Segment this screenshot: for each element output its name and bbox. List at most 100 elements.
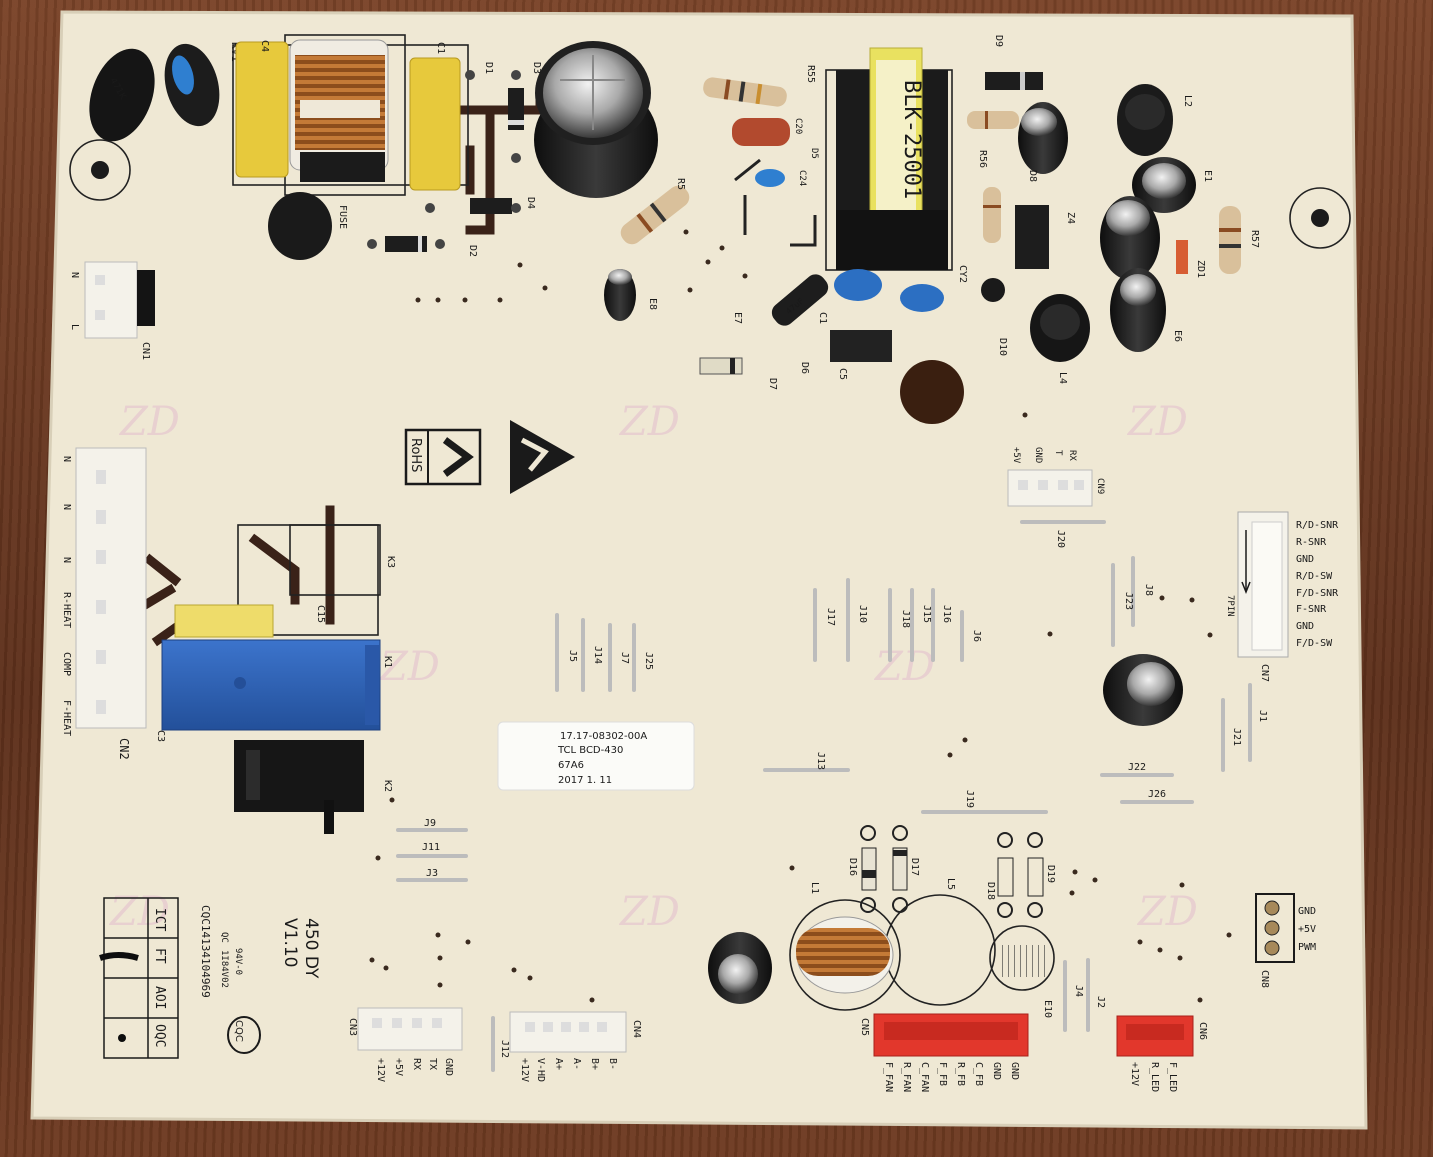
svg-text:Z4: Z4 — [1065, 212, 1076, 224]
zd-watermarks: ZD ZD ZD ZD ZD ZD ZD ZD — [108, 399, 1198, 935]
cert-code: CQC14134104969 — [199, 905, 212, 998]
transformer-label: BLK-25001 — [899, 80, 924, 199]
connector-cn4[interactable] — [509, 1011, 627, 1053]
svg-text:J13: J13 — [815, 752, 826, 770]
zd-watermark: ZD — [618, 889, 680, 935]
cn3-pin-label: TX — [427, 1058, 438, 1070]
sticker-model: TCL BCD-430 — [557, 745, 623, 756]
version-info: 450 DY V1.10 CQC14134104969 QC 1I84V02 9… — [199, 905, 321, 1054]
connector-cn7[interactable] — [1237, 511, 1289, 658]
cn6-pin-label: +12V — [1129, 1062, 1140, 1086]
board-revision: V1.10 — [280, 918, 300, 967]
cn8-pin-label: +5V — [1298, 924, 1316, 935]
svg-text:J6: J6 — [971, 630, 982, 642]
jumper-wires — [396, 520, 1252, 1072]
svg-text:FUSE: FUSE — [337, 205, 348, 229]
cn9-pin-label: RX — [1067, 450, 1077, 461]
inspection-aoi: AOI — [152, 986, 167, 1009]
svg-text:D18: D18 — [985, 882, 996, 900]
svg-text:J23: J23 — [1123, 592, 1134, 610]
sticker-date: 2017 1. 11 — [558, 775, 612, 786]
cn7-pin-label: F-SNR — [1296, 604, 1327, 615]
cn1-pin-label: N — [69, 272, 80, 278]
cn5-pin-label: C_FAN — [919, 1062, 930, 1092]
cn1-name: CN1 — [140, 342, 151, 360]
svg-text:J11: J11 — [422, 842, 440, 853]
cn8-name: CN8 — [1259, 970, 1270, 988]
svg-text:L4: L4 — [1057, 372, 1068, 384]
svg-text:R56: R56 — [977, 150, 988, 168]
svg-text:D16: D16 — [847, 858, 858, 876]
jumper-ref-labels: J5 J14 J7 J25 J17 J10 J18 J15 J16 J6 J23… — [422, 530, 1268, 1058]
fuse: FUSE — [268, 192, 348, 260]
cn7-name: CN7 — [1259, 664, 1270, 682]
svg-text:J10: J10 — [857, 605, 868, 623]
resistors — [620, 77, 1241, 274]
cn4-name: CN4 — [631, 1020, 642, 1038]
cn4-pin-label: A+ — [553, 1058, 564, 1070]
cn5-pin-labels: F_FAN R_FAN C_FAN F_FB R_FB C_FB GND GND — [883, 1062, 1020, 1092]
optocoupler — [830, 330, 892, 362]
svg-text:C1: C1 — [817, 312, 828, 324]
svg-text:K1: K1 — [382, 656, 393, 668]
rohs-text: RoHS — [408, 438, 423, 472]
sticker-code: 67A6 — [558, 760, 584, 771]
cn7-pin-marker: 7PIN — [1225, 595, 1235, 617]
connector-cn3[interactable] — [357, 1007, 463, 1051]
rohs-mark: RoHS — [404, 428, 482, 486]
small-electrolytic-capacitors — [604, 84, 1196, 1004]
connector-cn5[interactable] — [873, 1013, 1029, 1057]
svg-text:L2: L2 — [1182, 95, 1193, 107]
svg-text:D9: D9 — [993, 35, 1004, 47]
connector-cn9[interactable] — [1007, 469, 1093, 507]
cn7-pin-label: F/D-SNR — [1296, 588, 1339, 599]
svg-text:E6: E6 — [1172, 330, 1183, 342]
connector-cn8[interactable] — [1255, 893, 1295, 963]
cn6-pin-label: R_LED — [1149, 1062, 1160, 1092]
svg-text:J9: J9 — [424, 818, 436, 829]
cn3-pin-label: RX — [411, 1058, 422, 1070]
cn7-pin-label: GND — [1296, 621, 1314, 632]
cn5-pin-label: C_FB — [973, 1062, 984, 1086]
ntc-thermistor — [164, 43, 220, 127]
relay-k1 — [161, 604, 381, 731]
svg-text:J20: J20 — [1055, 530, 1066, 548]
cn8-pin-label: PWM — [1298, 942, 1316, 953]
svg-text:ZD1: ZD1 — [1195, 260, 1206, 278]
connector-cn1[interactable] — [84, 261, 155, 339]
svg-text:D1: D1 — [483, 62, 494, 74]
ceramic-capacitor-c24 — [755, 169, 785, 187]
svg-text:D2: D2 — [467, 245, 478, 257]
zd-watermark: ZD — [873, 644, 935, 690]
svg-text:D4: D4 — [525, 197, 536, 209]
x-capacitors — [235, 41, 461, 191]
cn2-pin-label: R-HEAT — [61, 592, 72, 628]
svg-text:D8: D8 — [1027, 170, 1038, 182]
inspection-table: ICT FT AOI OQC — [99, 897, 179, 1059]
toroid-inductor — [796, 916, 894, 994]
cn3-pin-label: +5V — [393, 1058, 404, 1076]
cqc-logo: CQC — [233, 1020, 244, 1042]
cn3-pin-labels: +12V +5V RX TX GND — [375, 1058, 454, 1082]
cn4-pin-label: B- — [607, 1058, 618, 1070]
cn7-pin-label: R/D-SW — [1296, 571, 1333, 582]
connector-cn6[interactable] — [1116, 1015, 1194, 1057]
svg-text:J26: J26 — [1148, 789, 1166, 800]
cn6-pin-label: F_LED — [1167, 1062, 1178, 1092]
cn8-pin-label: GND — [1298, 906, 1316, 917]
lower-diodes — [860, 825, 1044, 918]
cn7-pin-label: F/D-SW — [1296, 638, 1333, 649]
svg-text:J7: J7 — [619, 652, 630, 664]
svg-text:J15: J15 — [921, 605, 932, 623]
svg-text:C3: C3 — [155, 730, 166, 742]
connector-cn2[interactable] — [75, 447, 147, 729]
cn6-pin-labels: +12V R_LED F_LED — [1129, 1062, 1178, 1092]
flammability-rating: 94V-0 — [233, 948, 243, 975]
cn5-pin-label: F_FAN — [883, 1062, 894, 1092]
zd-watermark: ZD — [378, 644, 440, 690]
label-sticker: 17.17-08302-00A TCL BCD-430 67A6 2017 1.… — [497, 721, 695, 791]
svg-text:D6: D6 — [799, 362, 810, 374]
svg-text:CY2: CY2 — [957, 265, 968, 283]
y-capacitor — [834, 269, 882, 301]
vias — [369, 229, 1232, 1003]
